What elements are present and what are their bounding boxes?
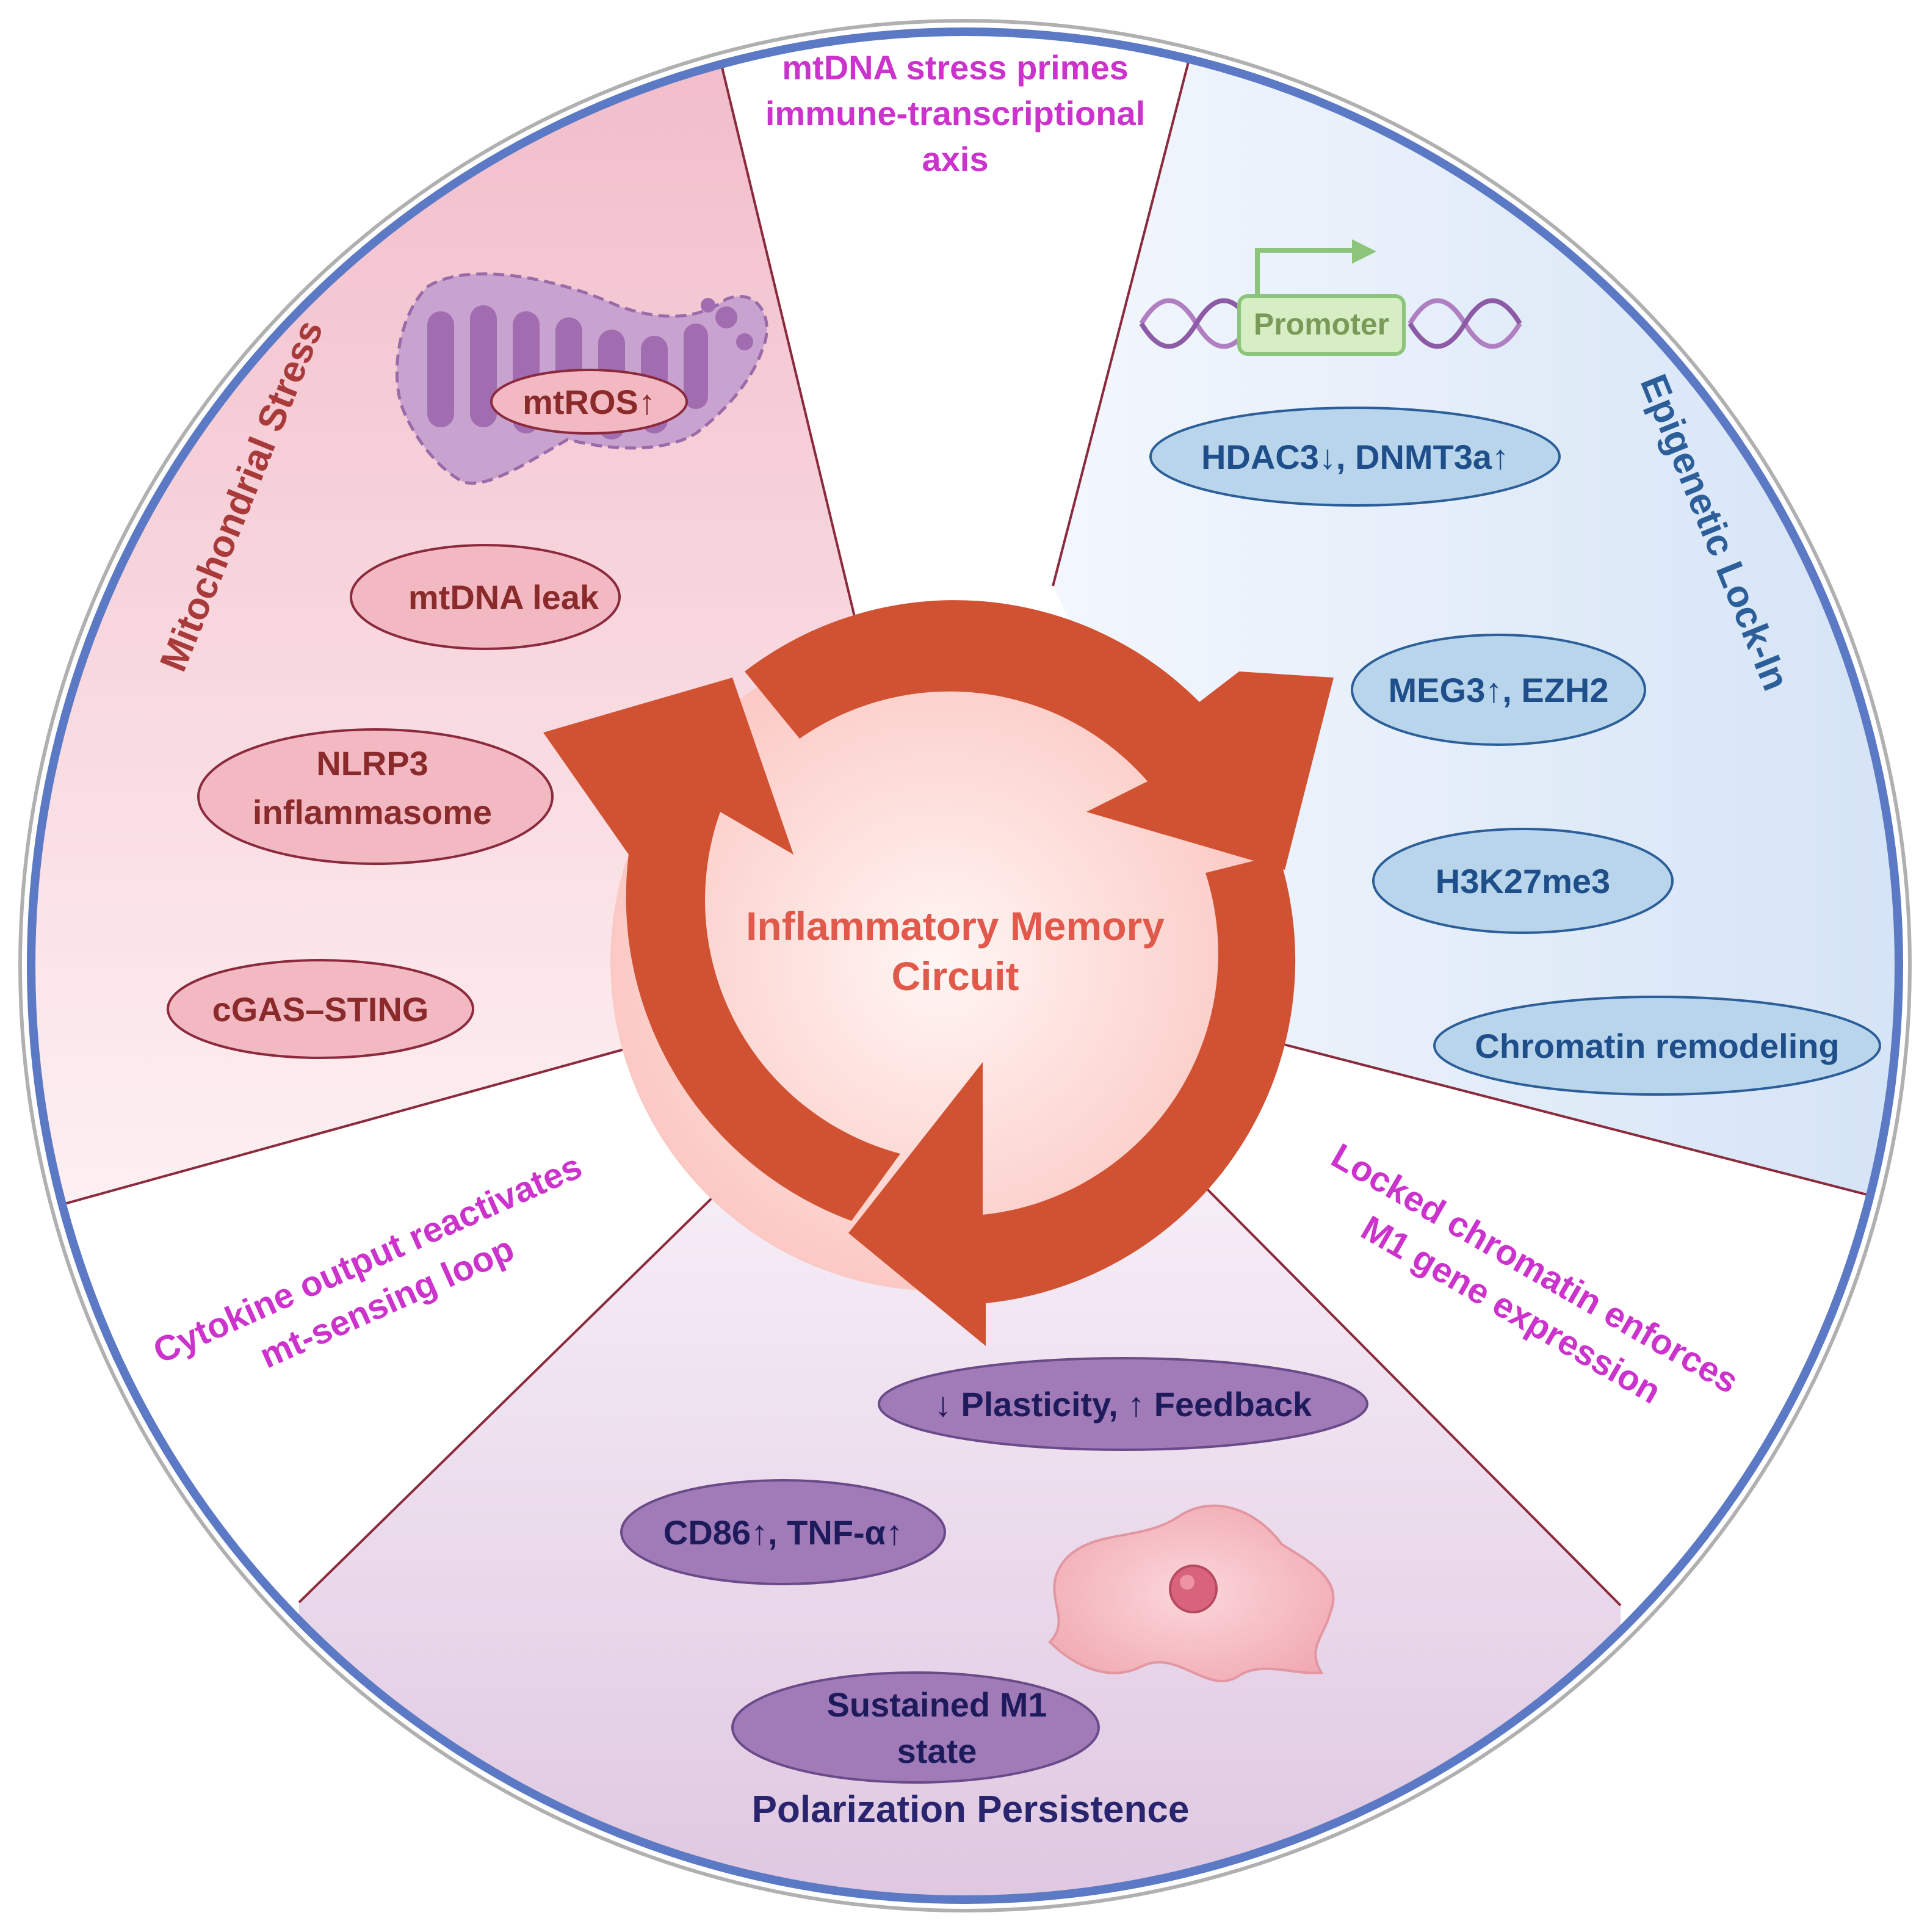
cycle-arrow-right [745, 600, 1334, 870]
mito-label-nlrp3: NLRP3 [316, 744, 428, 783]
cycle-arrows [543, 600, 1334, 1346]
mito-label-cgas-sting: cGAS–STING [212, 990, 429, 1029]
polarization-persistence-title: Polarization Persistence [752, 1789, 1190, 1831]
epi-label-h3k27me3: H3K27me3 [1436, 862, 1610, 900]
pol-label-cd86-tnf: CD86↑, TNF-α↑ [663, 1513, 903, 1552]
sector-polarization-persistence [299, 1169, 1621, 1900]
epi-label-meg3-ezh2: MEG3↑, EZH2 [1389, 671, 1609, 709]
mito-oval-cgas-sting: cGAS–STING [167, 959, 474, 1059]
promoter-label: Promoter [1254, 307, 1389, 341]
macrophage-cell-icon [1048, 1504, 1335, 1682]
pol-label-sustained-m1: Sustained M1 [827, 1685, 1047, 1724]
transition-top-line1: mtDNA stress primes [782, 48, 1128, 87]
epi-label-hdac3-dnmt3a: HDAC3↓, DNMT3a↑ [1201, 438, 1509, 476]
cycle-arrow-left [543, 678, 900, 1221]
center-title-line2: Circuit [891, 953, 1019, 999]
epi-oval-h3k27me3: H3K27me3 [1372, 828, 1674, 934]
mito-oval-mtdna-leak: mtDNA leak [350, 544, 621, 650]
pol-label-state: state [897, 1732, 977, 1770]
pol-oval-plasticity-feedback: ↓ Plasticity, ↑ Feedback [878, 1357, 1368, 1451]
pol-label-plasticity-feedback: ↓ Plasticity, ↑ Feedback [934, 1385, 1312, 1424]
epi-oval-meg3-ezh2: MEG3↑, EZH2 [1351, 634, 1646, 746]
epi-oval-hdac3-dnmt3a: HDAC3↓, DNMT3a↑ [1149, 407, 1561, 507]
mito-label-mtros: mtROS↑ [522, 383, 656, 421]
mito-oval-mtros: mtROS↑ [490, 369, 688, 435]
transition-top-line2: immune-transcriptional [765, 94, 1145, 132]
pol-oval-sustained-m1: Sustained M1 state [731, 1671, 1100, 1784]
pol-oval-cd86-tnf: CD86↑, TNF-α↑ [620, 1479, 946, 1585]
mito-oval-nlrp3: NLRP3 inflammasome [197, 728, 554, 865]
mito-label-inflammasome: inflammasome [253, 793, 492, 831]
epi-oval-chromatin-remodeling: Chromatin remodeling [1433, 996, 1881, 1096]
inner-ring [18, 19, 1912, 1912]
mito-label-mtdna-leak: mtDNA leak [408, 578, 599, 617]
promoter-dna-icon: Promoter [1139, 239, 1522, 356]
center-title-line1: Inflammatory Memory [746, 903, 1165, 949]
epi-label-chromatin-remodeling: Chromatin remodeling [1475, 1027, 1839, 1065]
outer-ring [27, 27, 1903, 1904]
cycle-arrow-bottom [848, 855, 1296, 1346]
transition-top: mtDNA stress primes immune-transcription… [765, 48, 1145, 178]
transition-top-line3: axis [922, 140, 989, 178]
